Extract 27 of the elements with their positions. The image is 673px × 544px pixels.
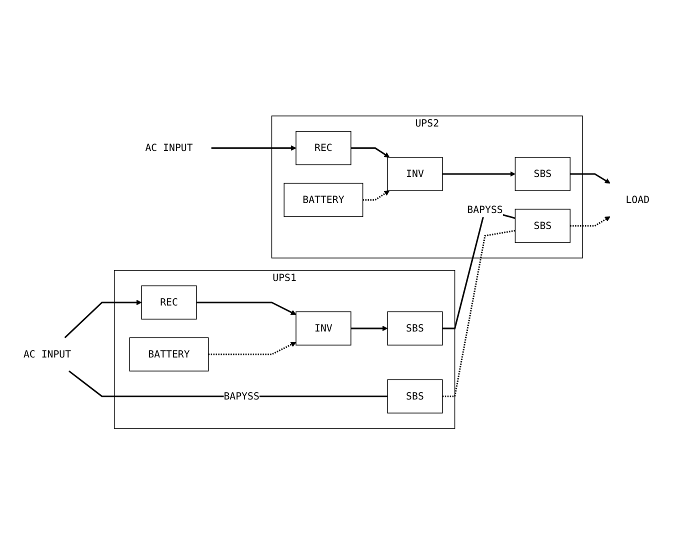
node-box: INV xyxy=(387,156,443,191)
node-text: AC INPUT xyxy=(23,348,72,360)
arrow xyxy=(570,173,610,184)
edge-label: BAPYSS xyxy=(224,390,260,402)
arrow xyxy=(196,302,296,315)
node-text: LOAD xyxy=(626,194,650,206)
arrow xyxy=(570,216,610,226)
edge-label: BAPYSS xyxy=(467,203,503,216)
arrow xyxy=(362,190,390,200)
connector xyxy=(442,230,516,397)
arrow xyxy=(208,342,296,355)
connector xyxy=(68,370,388,397)
node-box: SBS xyxy=(514,208,570,243)
node-box: INV xyxy=(296,311,352,346)
arrow xyxy=(64,300,142,338)
arrow xyxy=(350,326,388,331)
node-box: REC xyxy=(141,285,197,320)
node-box: SBS xyxy=(514,156,570,191)
node-box: REC xyxy=(296,130,352,165)
arrow xyxy=(211,145,296,151)
arrow xyxy=(442,171,516,176)
arrow xyxy=(350,147,390,158)
node-text: AC INPUT xyxy=(145,142,193,154)
node-box: BATTERY xyxy=(284,182,364,217)
node-box: SBS xyxy=(387,311,443,346)
node-box: BATTERY xyxy=(129,337,209,372)
node-box: SBS xyxy=(387,379,443,414)
